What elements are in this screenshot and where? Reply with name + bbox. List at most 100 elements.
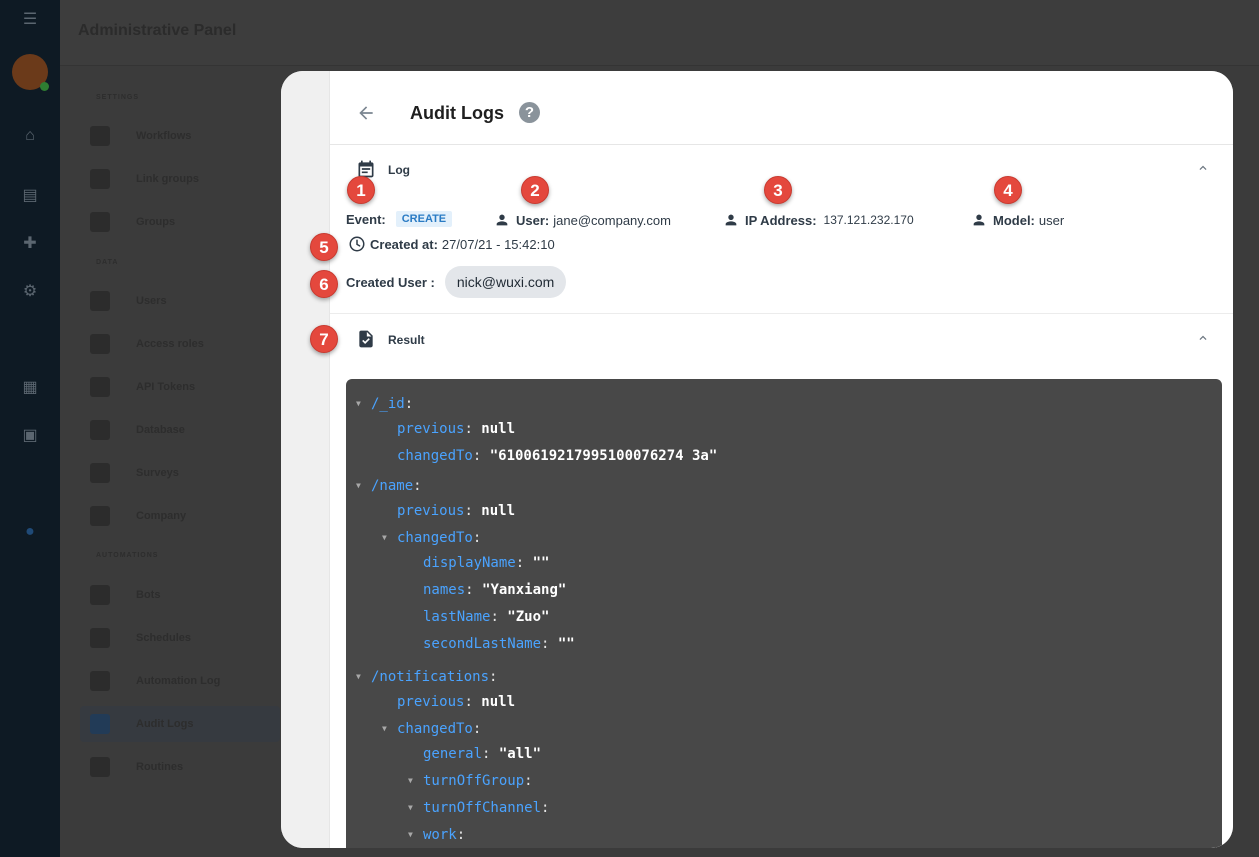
nav-item-link-groups[interactable]: Link groups <box>80 161 280 197</box>
event-badge: CREATE <box>395 211 453 227</box>
modal-gutter <box>281 71 329 848</box>
nav-item-label: Routines <box>136 761 184 773</box>
json-line: changedTo: <box>397 721 482 737</box>
company-icon <box>90 506 110 526</box>
expand-toggle-icon[interactable]: ▼ <box>356 399 361 408</box>
workflow-icon <box>90 126 110 146</box>
nav-item-groups[interactable]: Groups <box>80 204 280 240</box>
nav-item-api-tokens[interactable]: API Tokens <box>80 369 280 405</box>
nav-item-label: Users <box>136 295 167 307</box>
created-user-chip[interactable]: nick@wuxi.com <box>444 266 567 298</box>
json-key: previous <box>397 694 465 710</box>
chevron-up-icon[interactable] <box>1196 331 1210 345</box>
nav-item-label: Bots <box>136 589 161 601</box>
chart-icon[interactable]: ▤ <box>22 187 38 204</box>
log-section-header[interactable]: Log <box>330 147 1233 191</box>
app-rail: ☰ ⌂ ▤ ✚ ⚙ ▦ ▣ ● <box>0 0 60 857</box>
background-header <box>60 0 1259 66</box>
annotation-marker-6: 6 <box>310 270 338 298</box>
json-line: general: "all" <box>423 746 542 762</box>
json-key: general <box>423 746 483 762</box>
json-line: displayName: "" <box>423 555 550 571</box>
json-line: lastName: "Zuo" <box>423 609 550 625</box>
json-value: "Yanxiang" <box>482 582 567 598</box>
user-label: User: <box>516 212 550 228</box>
expand-toggle-icon[interactable]: ▼ <box>356 481 361 490</box>
arrow-back-icon[interactable] <box>356 103 376 123</box>
expand-toggle-icon[interactable]: ▼ <box>356 672 361 681</box>
expand-toggle-icon[interactable]: ▼ <box>382 533 387 542</box>
nav-section-settings: SETTINGS <box>96 94 140 101</box>
nav-section-data: DATA <box>96 259 119 266</box>
person-icon <box>496 214 508 226</box>
json-line: previous: null <box>397 503 516 519</box>
nav-item-audit-logs[interactable]: Audit Logs <box>80 706 280 742</box>
created-user-label: Created User : <box>346 274 435 290</box>
expand-toggle-icon[interactable]: ▼ <box>408 803 413 812</box>
lock-icon <box>90 334 110 354</box>
nav-item-access-roles[interactable]: Access roles <box>80 326 280 362</box>
nav-item-bots[interactable]: Bots <box>80 577 280 613</box>
settings-icon[interactable]: ⚙ <box>22 283 38 300</box>
ip-value: 137.121.232.170 <box>823 213 914 227</box>
nav-item-schedules[interactable]: Schedules <box>80 620 280 656</box>
nav-item-database[interactable]: Database <box>80 412 280 448</box>
add-icon[interactable]: ✚ <box>23 235 37 252</box>
key-icon <box>90 377 110 397</box>
json-value: "Zuo" <box>507 609 550 625</box>
database-icon[interactable]: ▦ <box>22 379 38 396</box>
user-value: jane@company.com <box>553 212 671 228</box>
person-icon <box>973 214 985 226</box>
json-key: changedTo <box>397 721 473 737</box>
json-key: /notifications <box>371 669 490 685</box>
result-section-header[interactable]: Result <box>330 317 1233 361</box>
model-label: Model: <box>993 212 1035 228</box>
nav-item-label: Database <box>136 424 185 436</box>
chevron-up-icon[interactable] <box>1196 161 1210 175</box>
nav-item-surveys[interactable]: Surveys <box>80 455 280 491</box>
nav-item-automation-log[interactable]: Automation Log <box>80 663 280 699</box>
json-line: /_id: <box>371 396 414 412</box>
nav-item-label: Link groups <box>136 173 199 185</box>
calendar-icon <box>358 160 374 178</box>
table-icon[interactable]: ▣ <box>22 427 38 444</box>
created-at-label: Created at: <box>370 236 438 252</box>
json-line: /notifications: <box>371 669 498 685</box>
json-key: changedTo <box>397 530 473 546</box>
model-field: Model: user <box>971 212 1064 228</box>
page-title: Audit Logs <box>410 103 504 123</box>
nav-item-label: Access roles <box>136 338 204 350</box>
json-value: "" <box>557 636 575 652</box>
nav-item-label: API Tokens <box>136 381 196 393</box>
created-user-field: Created User : nick@wuxi.com <box>346 266 567 298</box>
nav-item-label: Workflows <box>136 130 192 142</box>
nav-item-label: Automation Log <box>136 675 221 687</box>
admin-icon[interactable]: ● <box>25 523 35 540</box>
json-key: turnOffGroup <box>423 773 525 789</box>
user-icon <box>90 291 110 311</box>
ip-label: IP Address: <box>745 212 817 228</box>
json-value: null <box>481 694 516 710</box>
event-field: Event: CREATE <box>346 211 453 227</box>
clock-icon <box>349 236 365 252</box>
json-key: previous <box>397 503 465 519</box>
json-key: displayName <box>423 555 516 571</box>
nav-item-company[interactable]: Company <box>80 498 280 534</box>
menu-icon[interactable]: ☰ <box>22 11 38 28</box>
json-value: "" <box>532 555 550 571</box>
help-icon[interactable]: ? <box>519 102 540 123</box>
calendar-icon <box>90 757 110 777</box>
nav-item-routines[interactable]: Routines <box>80 749 280 785</box>
calendar-icon <box>90 671 110 691</box>
expand-toggle-icon[interactable]: ▼ <box>382 724 387 733</box>
event-label: Event: <box>346 211 386 227</box>
nav-item-users[interactable]: Users <box>80 283 280 319</box>
nav-item-label: Groups <box>136 216 176 228</box>
annotation-marker-1: 1 <box>347 176 375 204</box>
home-icon[interactable]: ⌂ <box>25 127 35 144</box>
expand-toggle-icon[interactable]: ▼ <box>408 830 413 839</box>
nav-item-workflows[interactable]: Workflows <box>80 118 280 154</box>
json-key: turnOffChannel <box>423 800 542 816</box>
expand-toggle-icon[interactable]: ▼ <box>408 776 413 785</box>
